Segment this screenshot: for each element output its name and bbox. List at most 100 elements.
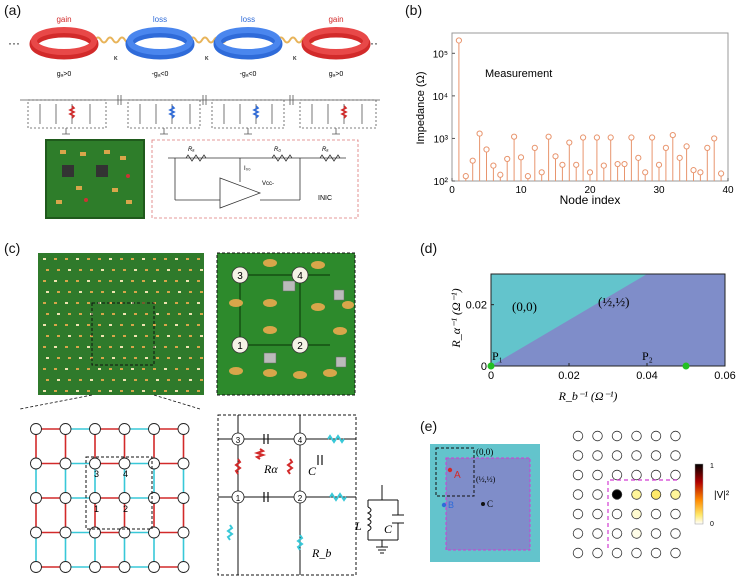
voltage-node — [592, 508, 603, 520]
chart-b-xlabel: Node index — [560, 193, 621, 207]
pcb-dot — [87, 346, 90, 348]
stem-marker-21 — [593, 134, 600, 141]
pcb-dot — [123, 379, 126, 381]
pcb-dot — [145, 335, 148, 337]
ring-param-4: gₐ>0 — [329, 71, 344, 78]
pcb-dot — [175, 346, 178, 348]
pcb-dot — [123, 291, 126, 293]
voltage-node — [611, 508, 623, 520]
lattice-node-1: 1 — [94, 504, 99, 514]
colorbar-tick-min: 0 — [710, 521, 714, 528]
zoom-node-2: 2 — [297, 341, 303, 352]
pcb-dot — [120, 280, 123, 282]
pcb-dot — [76, 258, 79, 260]
pcb-dot — [200, 335, 203, 337]
inic-circuit — [168, 154, 346, 209]
pcb-dot — [156, 335, 159, 337]
xtick-label-0: 0 — [449, 185, 455, 196]
pcb-dot — [65, 258, 68, 260]
voltage-node — [611, 450, 623, 461]
zoom-node-3: 3 — [237, 271, 243, 282]
pcb-dot — [43, 280, 46, 282]
pcb-dot — [156, 313, 159, 315]
voltage-node-map — [572, 430, 681, 559]
node-map-boundary — [607, 479, 679, 548]
pcb-dot — [57, 379, 60, 381]
pcb-dot — [131, 280, 134, 282]
pcb-dot — [186, 390, 189, 392]
pcb-dot — [79, 313, 82, 315]
pcb-dot — [109, 258, 112, 260]
pcb-dot — [87, 368, 90, 370]
phase-point-1 — [487, 362, 495, 370]
inic-rc-label: Rₐ — [322, 147, 328, 153]
pcb-dot — [43, 346, 46, 348]
lattice-node — [148, 457, 160, 470]
pcb-dot — [145, 269, 148, 271]
circuit-node-1: 1 — [236, 494, 241, 503]
ring-label-4: gain — [328, 15, 343, 24]
pcb-dot — [156, 357, 159, 359]
pcb-dot — [76, 280, 79, 282]
pcb-dot — [142, 346, 145, 348]
lattice-node — [177, 492, 190, 504]
d-ytick-label-0.02: 0.02 — [466, 300, 487, 312]
stem-marker-3 — [469, 157, 476, 164]
voltage-node — [592, 528, 603, 539]
stem-marker-30 — [655, 161, 663, 168]
voltage-node — [592, 450, 603, 461]
ellipsis-left: ··· — [8, 36, 20, 50]
stem-marker-1 — [455, 37, 463, 44]
unit-cell-nodes — [231, 432, 307, 504]
lattice-grid — [30, 423, 190, 573]
pcb-dot — [123, 313, 126, 315]
xtick-label-20: 20 — [584, 185, 596, 196]
inic-current-label: I₀₀ — [244, 166, 251, 172]
pcb-dot — [65, 302, 68, 304]
stem-marker-10 — [517, 154, 525, 161]
pcb-dot — [142, 324, 145, 326]
chart-b-legend: Measurement — [485, 68, 552, 80]
ytick-label-1: 10³ — [434, 134, 449, 145]
d-ytick-label-0: 0 — [481, 361, 487, 373]
pcb-dot — [189, 379, 192, 381]
stem-marker-39 — [718, 170, 725, 177]
lattice-node — [59, 457, 72, 470]
stem-marker-34 — [683, 143, 690, 150]
ring-label-2: loss — [153, 15, 167, 24]
inic-ra-label: Rₐ — [188, 147, 194, 153]
pcb-dot — [178, 335, 181, 337]
pcb-dot — [134, 269, 137, 271]
pcb-dot — [54, 258, 57, 260]
chart-b-marks — [455, 37, 725, 181]
region-point-a-label: A — [454, 470, 461, 481]
pcb-dot — [46, 291, 49, 293]
ring-param-1: gₐ>0 — [57, 71, 72, 78]
chart-d-frame — [490, 273, 726, 367]
voltage-node — [670, 430, 681, 442]
pcb-dot — [109, 280, 112, 282]
pcb-dot — [167, 335, 170, 337]
panel-label-b: (b) — [405, 2, 423, 18]
pcb-dot — [90, 291, 93, 293]
stem-marker-20 — [586, 169, 594, 176]
stem-marker-35 — [690, 167, 697, 174]
stem-marker-8 — [504, 155, 511, 163]
pcb-dot — [76, 368, 79, 370]
voltage-node — [592, 489, 603, 500]
voltage-node — [592, 430, 603, 442]
inic-box — [151, 139, 359, 219]
voltage-node — [631, 469, 642, 481]
pcb-dot — [175, 324, 178, 326]
pcb-dot — [167, 269, 170, 271]
lattice-node — [118, 423, 131, 435]
ring-loss-1 — [125, 27, 195, 60]
pcb-dot — [200, 291, 203, 293]
pcb-dot — [200, 313, 203, 315]
stem-marker-15 — [552, 153, 559, 160]
chart-d-points — [487, 362, 690, 370]
pcb-dot — [98, 390, 101, 392]
zoom-lines — [19, 394, 201, 410]
pcb-dot — [65, 390, 68, 392]
